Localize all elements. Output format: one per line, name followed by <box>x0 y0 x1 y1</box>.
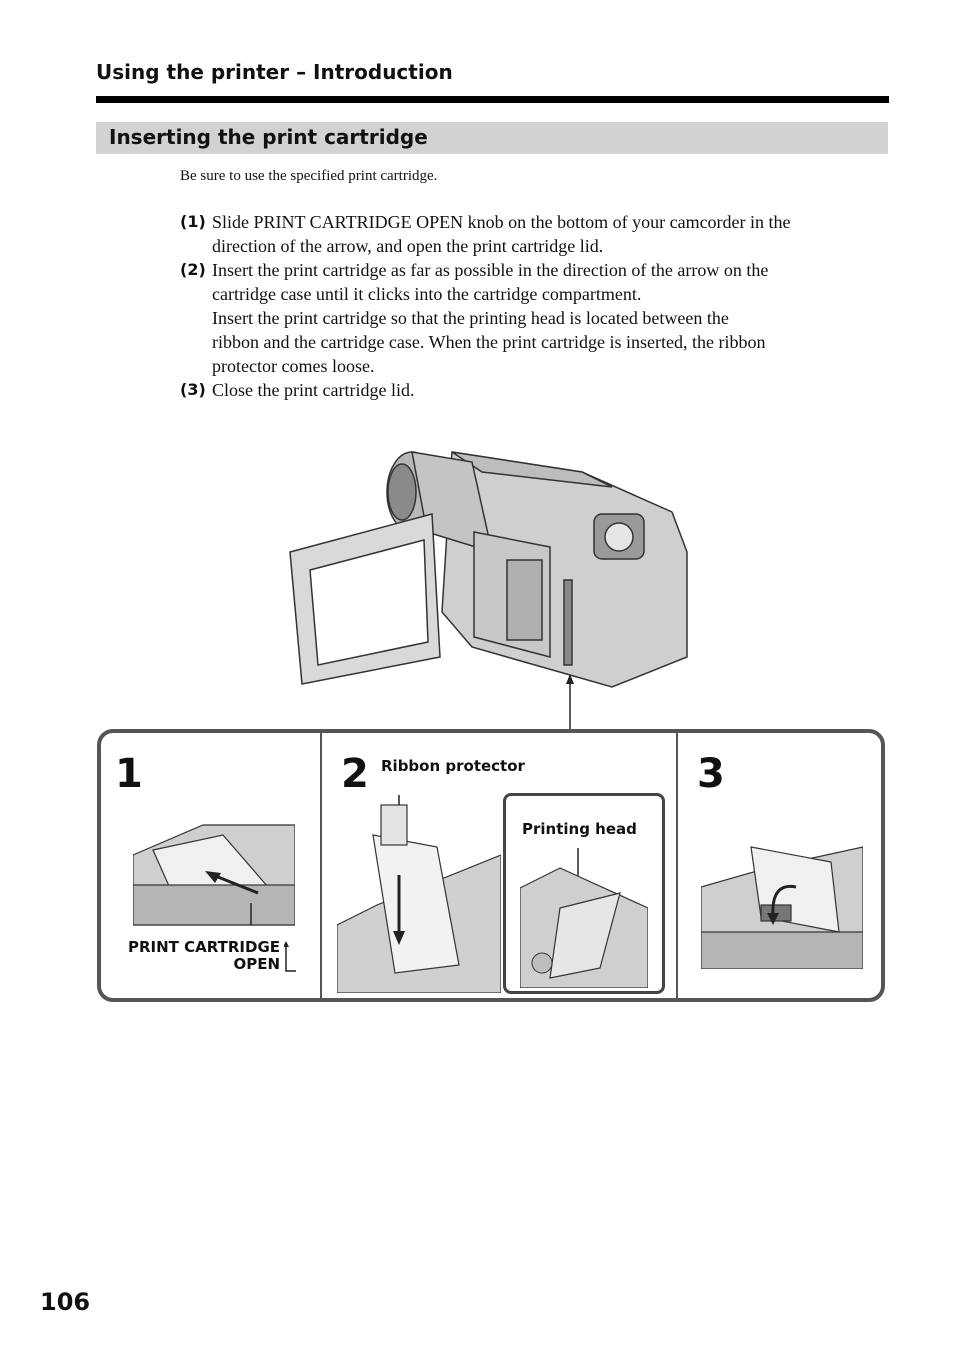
step-text-line: Insert the print cartridge so that the p… <box>212 308 729 328</box>
step-text-line: ribbon and the cartridge case. When the … <box>212 332 766 352</box>
section-bar: Inserting the print cartridge <box>96 122 888 154</box>
step-2: (2) Insert the print cartridge as far as… <box>180 258 892 378</box>
step-number: (2) <box>180 260 206 279</box>
camcorder-illustration <box>289 451 688 730</box>
ribbon-protector-label: Ribbon protector <box>381 757 525 775</box>
step-text-line: Close the print cartridge lid. <box>212 380 415 400</box>
printing-head-label: Printing head <box>522 820 637 838</box>
step-text-line: Slide PRINT CARTRIDGE OPEN knob on the b… <box>212 212 791 232</box>
step-1: (1) Slide PRINT CARTRIDGE OPEN knob on t… <box>180 210 892 258</box>
label-line: PRINT CARTRIDGE <box>128 938 280 956</box>
panel-divider <box>320 733 322 998</box>
step-text-line: cartridge case until it clicks into the … <box>212 284 642 304</box>
open-direction-icon <box>284 941 296 972</box>
print-cartridge-open-label: PRINT CARTRIDGE OPEN <box>128 939 280 973</box>
page-header: Using the printer – Introduction <box>96 60 453 84</box>
step-number: (3) <box>180 380 206 399</box>
step-text-line: Insert the print cartridge as far as pos… <box>212 260 769 280</box>
printing-head-illustration <box>520 848 648 988</box>
step-text-line: direction of the arrow, and open the pri… <box>212 236 604 256</box>
intro-text: Be sure to use the specified print cartr… <box>180 168 438 184</box>
step-panels: 1 PRINT CARTRIDGE OPEN 2 Ribbon protecto… <box>97 729 885 1002</box>
label-line: OPEN <box>233 955 280 973</box>
section-title: Inserting the print cartridge <box>109 125 428 149</box>
steps-list: (1) Slide PRINT CARTRIDGE OPEN knob on t… <box>180 210 892 402</box>
panel-divider <box>676 733 678 998</box>
panel-3-number: 3 <box>697 751 725 797</box>
panel-2-number: 2 <box>341 751 369 797</box>
page-number: 106 <box>40 1288 91 1316</box>
header-rule <box>96 96 889 103</box>
step-text-line: protector comes loose. <box>212 356 375 376</box>
panel-2-illustration <box>337 795 501 993</box>
panel-1-illustration <box>133 824 295 926</box>
step-number: (1) <box>180 212 206 231</box>
panel-1-number: 1 <box>115 751 143 797</box>
step-3: (3) Close the print cartridge lid. <box>180 378 892 402</box>
panel-3-illustration <box>701 846 863 969</box>
printing-head-inset: Printing head <box>503 793 665 994</box>
